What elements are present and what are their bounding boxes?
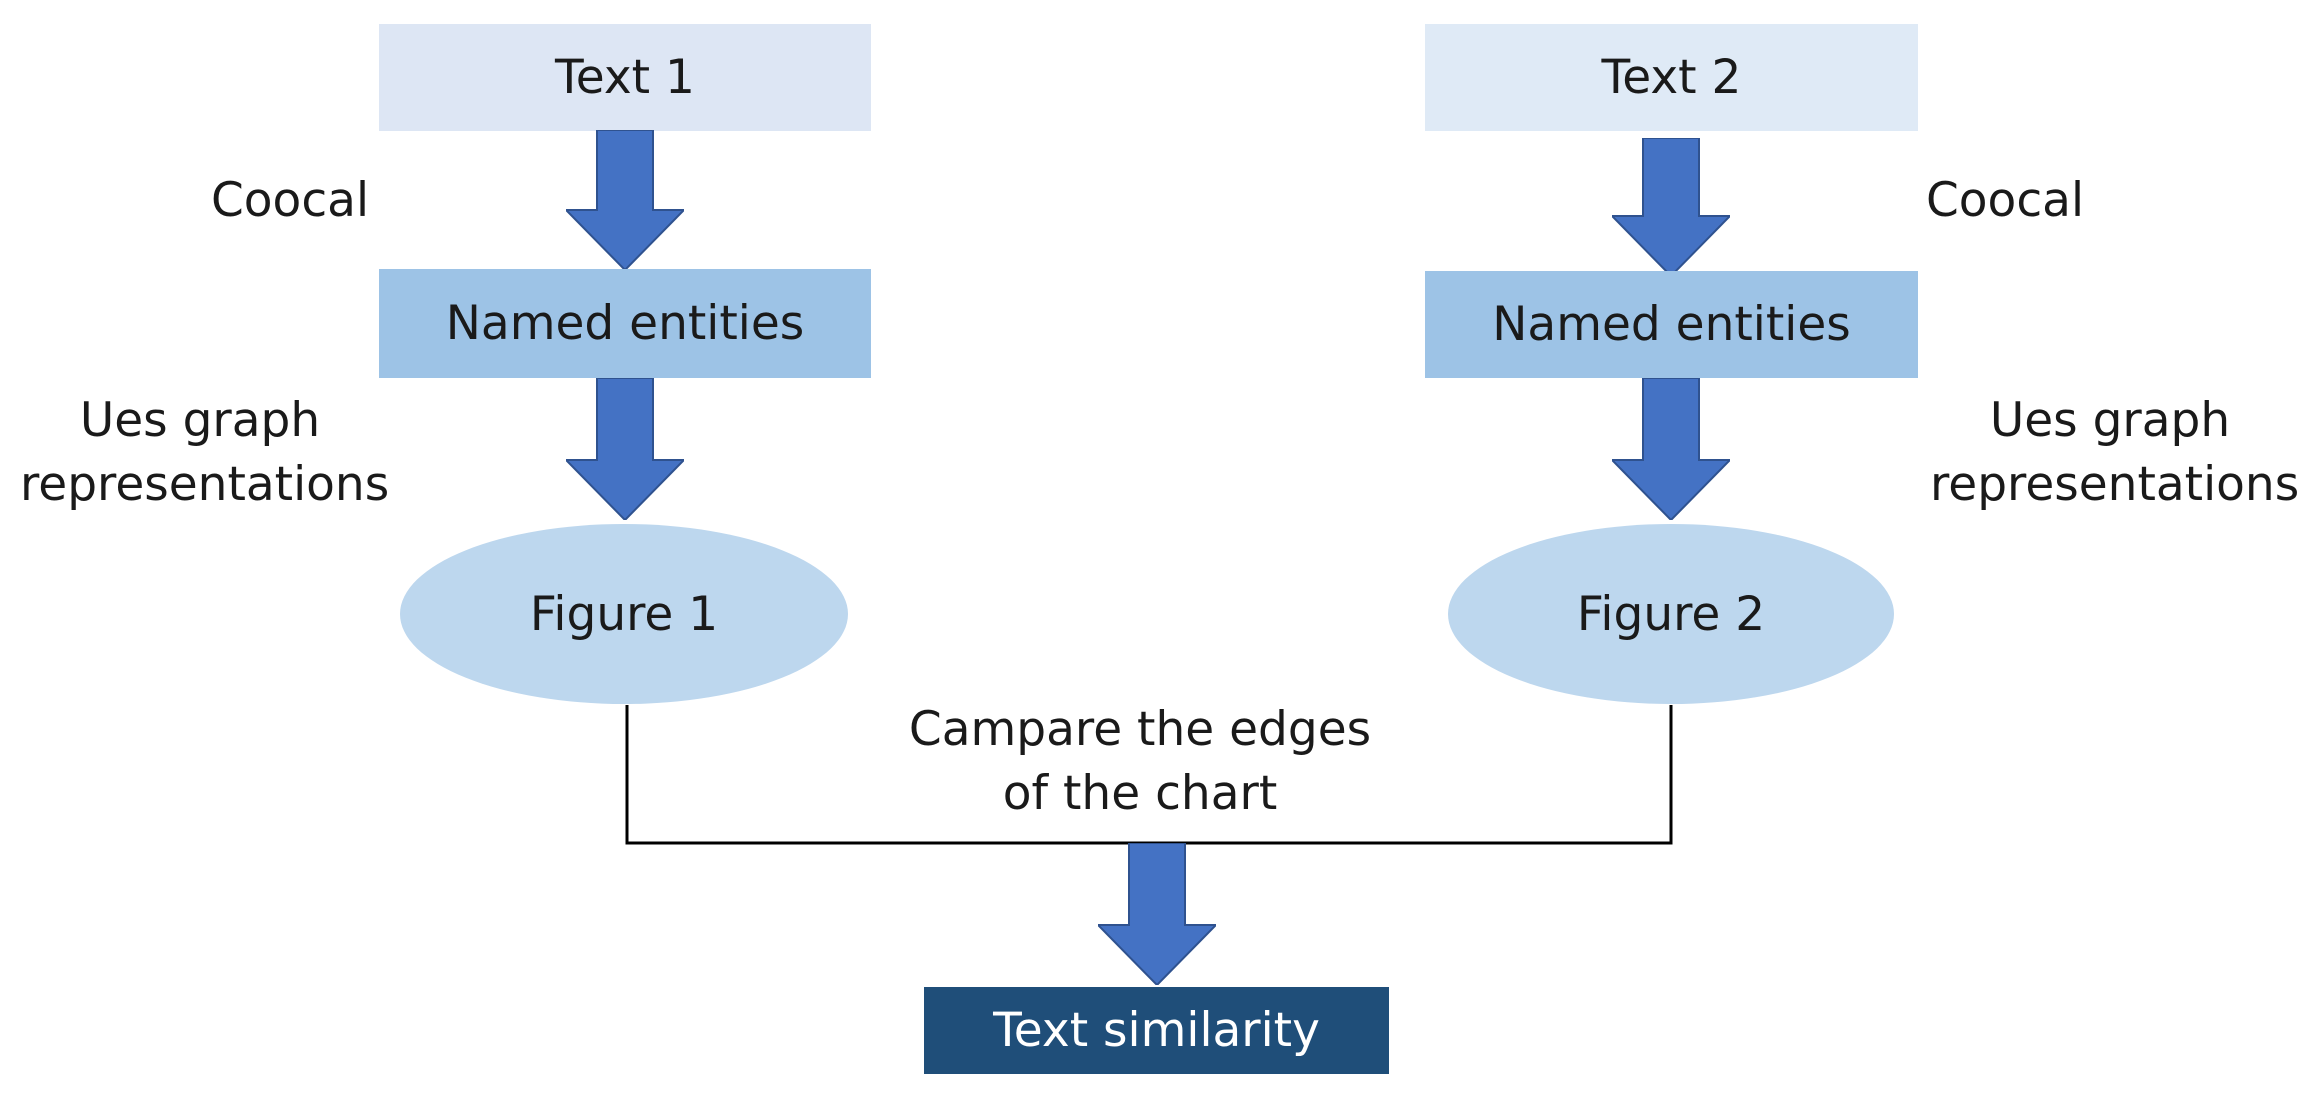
text-2-label: Text 2 <box>1601 50 1742 105</box>
down-arrow-icon <box>1612 378 1730 520</box>
coocal-label-left: Coocal <box>210 173 370 228</box>
graph-representations-label-left: Ues graph representations <box>20 393 390 512</box>
compare-edges-label: Campare the edges of the chart <box>908 702 1372 821</box>
figure-2-label: Figure 2 <box>1576 586 1766 642</box>
graph-representations-label-right: Ues graph representations <box>1930 393 2300 512</box>
coocal-label-right: Coocal <box>1925 173 2085 228</box>
figure-1-label: Figure 1 <box>529 586 719 642</box>
text-similarity-label: Text similarity <box>993 1003 1320 1058</box>
down-arrow-icon <box>1612 138 1730 276</box>
figure-2-ellipse: Figure 2 <box>1448 524 1894 704</box>
down-arrow-icon <box>566 130 684 270</box>
text-1-label: Text 1 <box>555 50 695 105</box>
text-similarity-box: Text similarity <box>924 987 1389 1074</box>
named-entities-box-left: Named entities <box>379 269 871 378</box>
text-1-box: Text 1 <box>379 24 871 131</box>
figure-1-ellipse: Figure 1 <box>400 524 848 704</box>
down-arrow-icon <box>1098 843 1216 985</box>
named-entities-box-right: Named entities <box>1425 271 1918 378</box>
down-arrow-icon <box>566 378 684 520</box>
named-entities-label-right: Named entities <box>1492 297 1851 352</box>
named-entities-label-left: Named entities <box>445 296 805 351</box>
text-2-box: Text 2 <box>1425 24 1918 131</box>
